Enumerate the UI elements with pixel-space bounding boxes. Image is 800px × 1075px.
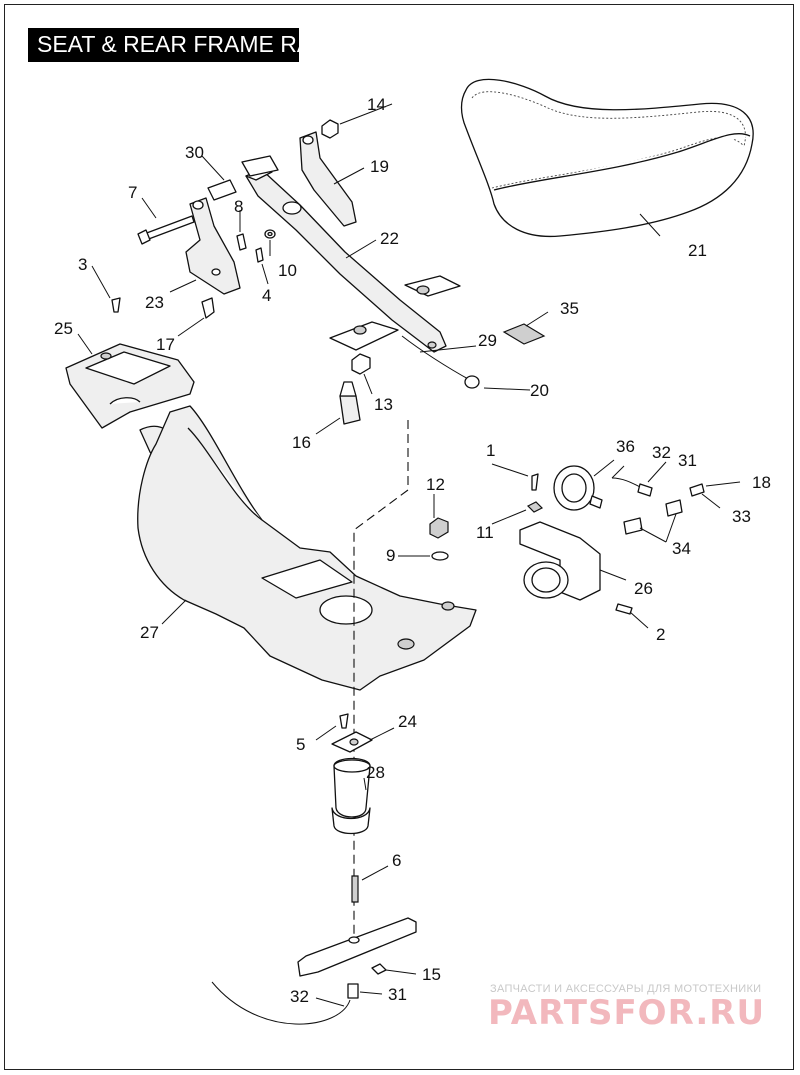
callout-32a: 32 (652, 443, 671, 462)
lower-mount-bracket[interactable] (297, 917, 417, 977)
callout-3: 3 (78, 255, 87, 274)
bolt[interactable] (137, 215, 195, 245)
callout-24: 24 (398, 712, 417, 731)
screw[interactable] (236, 233, 247, 251)
callout-18: 18 (752, 473, 771, 492)
screw[interactable] (531, 473, 539, 491)
hinge-plate[interactable] (299, 131, 357, 227)
callout-20: 20 (530, 381, 549, 400)
callout-7: 7 (128, 183, 137, 202)
callout-29: 29 (478, 331, 497, 350)
watermark: ЗАПЧАСТИ И АКСЕССУАРЫ ДЛЯ МОТОТЕХНИКИ PA… (488, 983, 765, 1033)
bumper[interactable] (339, 381, 361, 425)
callout-14: 14 (367, 95, 386, 114)
callout-22: 22 (380, 229, 399, 248)
screw[interactable] (615, 603, 633, 615)
seat-bracket[interactable] (241, 155, 461, 353)
release-cable[interactable] (401, 335, 480, 389)
callout-21: 21 (688, 241, 707, 260)
rear-fender[interactable] (137, 405, 477, 691)
callout-8: 8 (234, 197, 243, 216)
diagram-frame (4, 4, 794, 1070)
callout-25: 25 (54, 319, 73, 338)
watermark-tagline: ЗАПЧАСТИ И АКСЕССУАРЫ ДЛЯ МОТОТЕХНИКИ (490, 983, 761, 995)
callout-31b: 31 (388, 985, 407, 1004)
callout-19: 19 (370, 157, 389, 176)
callout-31a: 31 (678, 451, 697, 470)
callout-28: 28 (366, 763, 385, 782)
callout-15: 15 (422, 965, 441, 984)
nut[interactable] (321, 119, 339, 139)
callout-5: 5 (296, 735, 305, 754)
stud[interactable] (351, 875, 359, 903)
callout-13: 13 (374, 395, 393, 414)
fitting[interactable] (623, 499, 683, 535)
callout-2: 2 (656, 625, 665, 644)
left-bracket[interactable] (185, 197, 241, 295)
seat[interactable] (460, 78, 754, 238)
nut[interactable] (371, 963, 387, 975)
washer[interactable] (431, 551, 449, 561)
clip[interactable] (201, 297, 215, 319)
callout-4: 4 (262, 286, 271, 305)
fitting[interactable] (347, 983, 359, 999)
callout-9: 9 (386, 546, 395, 565)
screw[interactable] (111, 297, 121, 313)
screw[interactable] (339, 713, 349, 729)
nut[interactable] (429, 517, 449, 539)
callout-11: 11 (476, 523, 494, 542)
callouts: 14 30 19 7 8 22 10 4 3 23 17 25 29 20 13… (54, 95, 771, 1006)
screw[interactable] (255, 247, 264, 263)
callout-26: 26 (634, 579, 653, 598)
warning-label[interactable] (502, 323, 546, 345)
harness-route (353, 420, 409, 940)
nut[interactable] (526, 501, 544, 513)
washer[interactable] (264, 229, 276, 239)
callout-23: 23 (145, 293, 164, 312)
fitting[interactable] (689, 483, 705, 497)
air-line[interactable] (611, 477, 653, 497)
spacer[interactable] (207, 179, 237, 201)
callout-36: 36 (616, 437, 635, 456)
callout-6: 6 (392, 851, 401, 870)
callout-16: 16 (292, 433, 311, 452)
callout-30: 30 (185, 143, 204, 162)
callout-12: 12 (426, 475, 445, 494)
air-line[interactable] (211, 981, 351, 1025)
page-title: SEAT & REAR FRAME RA (37, 31, 299, 57)
callout-32b: 32 (290, 987, 309, 1006)
battery-cover[interactable] (65, 343, 195, 429)
callout-35: 35 (560, 299, 579, 318)
callout-33: 33 (732, 507, 751, 526)
nut[interactable] (351, 353, 371, 375)
air-pressure-gauge[interactable] (553, 465, 603, 511)
callout-27: 27 (140, 623, 159, 642)
mount-plate[interactable] (331, 731, 373, 753)
callout-1: 1 (486, 441, 495, 460)
title-bar: SEAT & REAR FRAME RA (28, 28, 299, 62)
callout-10: 10 (278, 261, 297, 280)
callout-34: 34 (672, 539, 691, 558)
air-spring[interactable] (331, 757, 371, 835)
leader-lines (77, 103, 741, 1007)
gauge-mount-bracket[interactable] (519, 521, 601, 601)
watermark-brand: PARTSFOR.RU (488, 993, 765, 1033)
callout-17: 17 (156, 335, 175, 354)
